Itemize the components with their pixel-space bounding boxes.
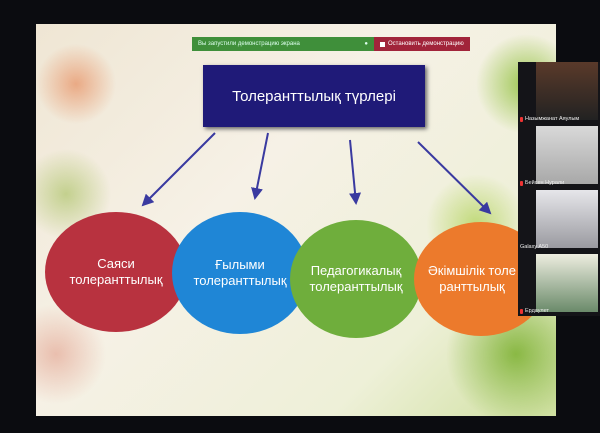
category-label: Педагогикалық толеранттылық: [309, 262, 403, 294]
arrow: [141, 132, 216, 207]
participant-name: Galaxy A50: [520, 244, 549, 250]
share-message: Вы запустили демонстрацию экрана: [198, 41, 300, 47]
participant-name: Ердаулет: [525, 308, 550, 314]
arrow: [251, 132, 269, 200]
participant-video: [536, 126, 598, 184]
stop-share-label: Остановить демонстрацию: [388, 41, 464, 47]
category-label: Әкімшілік толеранттылық: [428, 262, 516, 294]
participant-tile[interactable]: Galaxy A50: [518, 190, 600, 252]
participant-video: [536, 190, 598, 248]
dot-icon: ●: [364, 41, 368, 47]
category-circle: Саяси толеранттылық: [45, 212, 187, 332]
participant-tile[interactable]: Назымжанат Аяулым: [518, 62, 600, 124]
participant-video: [536, 254, 598, 312]
arrow: [349, 139, 362, 205]
screen-share-bar: Вы запустили демонстрацию экрана ● Остано…: [192, 37, 470, 51]
category-circle: Педагогикалық толеранттылық: [290, 220, 422, 338]
participant-video: [536, 62, 598, 120]
share-status: Вы запустили демонстрацию экрана ●: [192, 37, 374, 51]
mic-muted-icon: [520, 116, 523, 122]
stop-icon: [380, 41, 385, 47]
mic-muted-icon: [520, 180, 523, 186]
participant-name: Назымжанат Аяулым: [525, 116, 580, 122]
participant-tile[interactable]: Ердаулет: [518, 254, 600, 316]
category-label: Ғылыми толеранттылық: [193, 256, 287, 288]
arrow: [417, 141, 492, 215]
mic-muted-icon: [520, 308, 523, 314]
slide-title: Толеранттылық түрлері: [203, 65, 425, 127]
category-label: Саяси толеранттылық: [69, 255, 163, 287]
stop-share-button[interactable]: Остановить демонстрацию: [374, 37, 470, 51]
category-circle: Ғылыми толеранттылық: [172, 212, 308, 334]
participant-tile[interactable]: Бейсен Нурали: [518, 126, 600, 188]
participant-panel: Назымжанат Аяулым Бейсен Нурали Galaxy A…: [518, 62, 600, 316]
participant-name: Бейсен Нурали: [525, 180, 565, 186]
